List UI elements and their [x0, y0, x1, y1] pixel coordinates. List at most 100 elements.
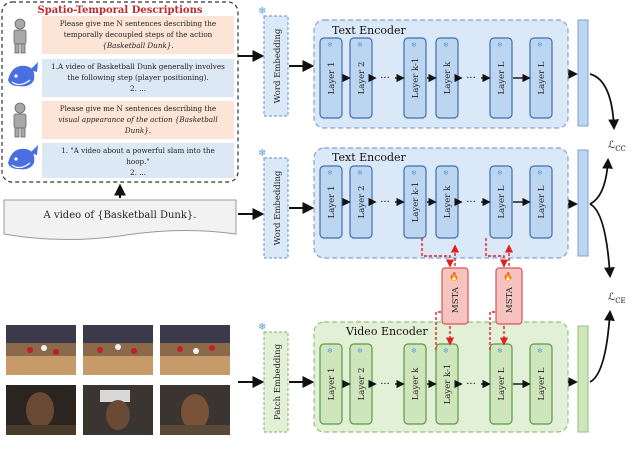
answer2-line3: 2. ... — [130, 168, 146, 177]
msta-label: MSTA — [505, 286, 515, 313]
snowflake-icon: ❄ — [357, 41, 363, 49]
video-encoder-layers: Layer 1 ❄ Layer 2 ❄ Layer k ❄ Layer k-1 ❄ Layer … — [319, 343, 553, 425]
prompt-box-2 — [42, 101, 234, 139]
ellipsis: ··· — [380, 379, 390, 390]
ellipsis: ··· — [380, 73, 390, 84]
snowflake-icon: ❄ — [443, 41, 449, 49]
msta-connections — [421, 238, 514, 350]
msta-module-2: MSTA 🔥 — [495, 267, 523, 325]
text-encoder-top-title: Text Encoder — [332, 24, 407, 37]
snowflake-icon: ❄ — [443, 347, 449, 355]
layer-label: Layer k — [443, 185, 453, 218]
loss-cc: ℒCC — [608, 140, 626, 153]
layer-label: Layer 1 — [327, 62, 337, 95]
snowflake-icon: ❄ — [443, 169, 449, 177]
answer1-line1: 1.A video of Basketball Dunk generally i… — [51, 62, 225, 71]
answer2-line2: hoop." — [126, 157, 149, 166]
msta-module-1: MSTA 🔥 — [441, 267, 469, 325]
layer-label: Layer k — [411, 367, 421, 400]
user-icon — [13, 102, 27, 138]
video-frames — [6, 325, 230, 435]
layer-label: Layer L — [497, 185, 507, 218]
ellipsis: ··· — [466, 379, 476, 390]
video-frame — [83, 325, 153, 375]
snowflake-icon: ❄ — [258, 322, 266, 333]
snowflake-icon: ❄ — [537, 41, 543, 49]
input-text-box: A video of {Basketball Dunk}. — [3, 199, 237, 241]
user-icon — [13, 18, 27, 54]
layer-label: Layer 1 — [327, 186, 337, 219]
layer-label: Layer 1 — [327, 368, 337, 401]
snowflake-icon: ❄ — [497, 347, 503, 355]
text-encoder-top-layers: Layer 1 ❄ Layer 2 ❄ Layer k-1 ❄ Layer k ❄ Layer … — [319, 37, 553, 119]
word-embedding-top: Word Embedding ❄ — [258, 6, 289, 117]
text-encoder-mid-title: Text Encoder — [332, 151, 407, 164]
answer-box-2 — [42, 143, 234, 178]
prompt1-line2: temporally decoupled steps of the action — [64, 30, 213, 39]
word-embedding-label: Word Embedding — [273, 170, 283, 245]
answer1-line3: 2. ... — [130, 84, 146, 93]
descriptions-panel: Spatio-Temporal Descriptions Please give… — [1, 1, 239, 183]
ellipsis: ··· — [466, 73, 476, 84]
video-feature — [577, 325, 589, 433]
layer-box — [319, 165, 343, 239]
prompt2-line1: Please give me N sentences describing th… — [60, 104, 216, 113]
layer-label: Layer L — [497, 61, 507, 94]
video-encoder-title: Video Encoder — [345, 325, 428, 338]
prompt2-line2: visual appearance of the action {Basketb… — [58, 115, 217, 124]
layer-label: Layer L — [537, 367, 547, 400]
layer-label: Layer L — [537, 185, 547, 218]
video-frame — [6, 385, 76, 435]
layer-label: Layer L — [537, 61, 547, 94]
answer2-line1: 1. "A video about a powerful slam into t… — [61, 146, 215, 155]
word-embedding-mid: Word Embedding ❄ — [258, 148, 289, 259]
text-feature-top — [577, 19, 589, 127]
prompt2-line3: Dunk}. — [124, 126, 151, 135]
prompt-box-1 — [42, 16, 234, 54]
layer-box — [319, 343, 343, 425]
layer-label: Layer 2 — [357, 186, 367, 219]
flame-icon: 🔥 — [503, 271, 513, 281]
descriptions-title: Spatio-Temporal Descriptions — [37, 5, 202, 16]
video-frame — [160, 325, 230, 375]
snowflake-icon: ❄ — [258, 6, 266, 17]
snowflake-icon: ❄ — [411, 41, 417, 49]
snowflake-icon: ❄ — [327, 169, 333, 177]
snowflake-icon: ❄ — [327, 347, 333, 355]
patch-embedding-label: Patch Embedding — [273, 343, 283, 420]
assistant-whale-icon — [8, 62, 38, 87]
layer-label: Layer 2 — [357, 368, 367, 401]
layer-label: Layer 2 — [357, 62, 367, 95]
text-feature-mid — [577, 149, 589, 257]
snowflake-icon: ❄ — [327, 41, 333, 49]
video-frame — [160, 385, 230, 435]
word-embedding-label: Word Embedding — [273, 28, 283, 103]
layer-label: Layer k — [443, 61, 453, 94]
snowflake-icon: ❄ — [497, 41, 503, 49]
answer-box-1 — [42, 59, 234, 97]
loss-ce: ℒCE — [608, 292, 626, 305]
layer-label: Layer k-1 — [411, 182, 421, 223]
snowflake-icon: ❄ — [357, 169, 363, 177]
ellipsis: ··· — [380, 197, 390, 208]
snowflake-icon: ❄ — [497, 169, 503, 177]
assistant-whale-icon — [8, 145, 38, 170]
video-frame — [6, 325, 76, 375]
layer-label: Layer k-1 — [411, 58, 421, 99]
prompt1-line1: Please give me N sentences describing th… — [60, 19, 216, 28]
layer-label: Layer k-1 — [443, 364, 453, 405]
text-encoder-mid-layers: Layer 1 ❄ Layer 2 ❄ Layer k-1 ❄ Layer k ❄ Layer … — [319, 165, 553, 239]
patch-embedding: Patch Embedding ❄ — [258, 322, 289, 433]
layer-box — [319, 37, 343, 119]
prompt1-line3: {Basketball Dunk}. — [102, 41, 173, 50]
ellipsis: ··· — [466, 197, 476, 208]
snowflake-icon: ❄ — [537, 169, 543, 177]
snowflake-icon: ❄ — [411, 169, 417, 177]
msta-label: MSTA — [451, 286, 461, 313]
snowflake-icon: ❄ — [357, 347, 363, 355]
answer1-line2: the following step (player positioning). — [67, 73, 208, 82]
snowflake-icon: ❄ — [258, 148, 266, 159]
input-text: A video of {Basketball Dunk}. — [43, 210, 197, 221]
snowflake-icon: ❄ — [537, 347, 543, 355]
